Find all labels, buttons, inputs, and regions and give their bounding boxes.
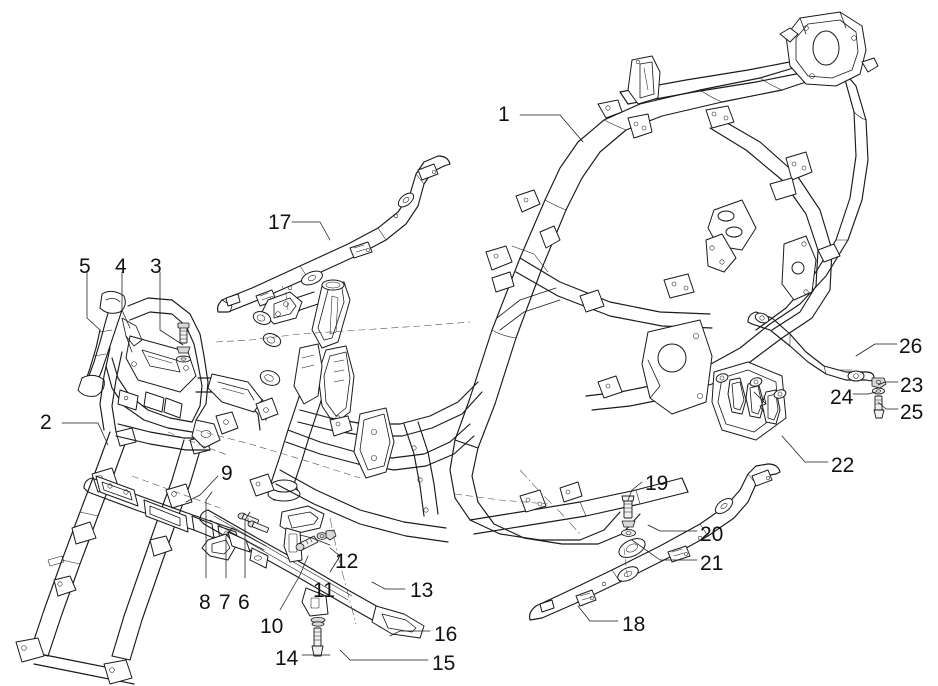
leader-line-11: [329, 547, 341, 573]
leader-line-26: [855, 343, 898, 357]
center-steering-and-cradle: [249, 279, 483, 543]
callout-number-7: 7: [219, 591, 231, 614]
callout-number-17: 17: [268, 211, 292, 234]
leader-line-9: [185, 475, 219, 503]
part-22-battery-holder-plate: [711, 361, 787, 441]
callout-number-11: 11: [313, 579, 335, 602]
callout-number-21: 21: [700, 552, 724, 575]
callout-number-2: 2: [40, 411, 52, 434]
fasteners-23-24-25: [871, 377, 887, 419]
leader-line-12: [299, 534, 331, 546]
part-2-lower-left-frame-rail: [15, 427, 211, 685]
subframe-right-arm: [195, 373, 279, 431]
part-1-main-chassis-frame: [449, 11, 879, 545]
leader-line-25: [877, 401, 899, 410]
leader-line-19: [627, 481, 643, 501]
leader-line-17: [291, 221, 331, 241]
fastener-14-15: [310, 617, 326, 657]
fasteners-19-20-21: [621, 495, 636, 537]
callout-number-12: 12: [335, 550, 359, 573]
callout-number-18: 18: [622, 613, 646, 636]
leader-line-24: [852, 391, 877, 395]
callout-number-19: 19: [645, 472, 669, 495]
callout-number-23: 23: [900, 374, 924, 397]
leader-line-8: [205, 491, 213, 579]
callout-number-26: 26: [899, 335, 923, 358]
callout-number-8: 8: [199, 591, 211, 614]
leader-line-7: [225, 527, 233, 579]
callout-number-14: 14: [275, 647, 299, 670]
callout-number-5: 5: [79, 255, 91, 278]
part-5-bracket-upper-left: [77, 290, 126, 397]
part-4-upper-frame-loop: [99, 297, 239, 451]
parts-10-11-12: [279, 505, 337, 563]
part-9-support-bar: [83, 475, 239, 547]
callout-number-6: 6: [238, 591, 250, 614]
leader-line-15: [339, 649, 429, 661]
callout-number-15: 15: [432, 652, 456, 675]
leader-line-18: [577, 605, 619, 622]
callout-number-9: 9: [221, 462, 233, 485]
leader-line-13: [371, 581, 406, 590]
callout-number-22: 22: [831, 454, 855, 477]
part-26-rear-stay-bar: [747, 311, 875, 382]
callout-number-24: 24: [830, 386, 854, 409]
leader-line-1: [519, 114, 584, 143]
callout-number-3: 3: [150, 255, 162, 278]
leader-line-5: [86, 271, 101, 331]
leader-line-20: [647, 524, 698, 532]
fasteners-3-4: [176, 322, 191, 363]
leader-line-23: [877, 381, 899, 386]
callout-leader-lines: [61, 114, 899, 661]
callout-number-16: 16: [434, 623, 458, 646]
callout-number-10: 10: [260, 615, 284, 638]
leader-line-4: [121, 271, 131, 329]
callout-number-25: 25: [900, 401, 924, 424]
assembly-guide-lines: [131, 285, 629, 625]
callout-number-20: 20: [700, 523, 724, 546]
callout-number-13: 13: [410, 579, 434, 602]
leader-line-21: [631, 539, 698, 561]
part-13-footboard-rail: [199, 509, 425, 639]
leader-line-2: [61, 422, 109, 446]
part-18-right-footrest-beam: [529, 463, 781, 621]
callout-number-1: 1: [498, 103, 510, 126]
callout-number-4: 4: [115, 255, 127, 278]
leader-line-3: [159, 271, 184, 346]
parts-6-7-8: [201, 512, 269, 561]
leader-line-6: [244, 511, 251, 579]
leader-line-10: [279, 555, 309, 611]
leader-line-22: [781, 435, 829, 463]
frame-brackets: [485, 99, 813, 399]
leader-line-16: [389, 630, 431, 637]
part-17-left-footrest-beam: [216, 155, 451, 313]
